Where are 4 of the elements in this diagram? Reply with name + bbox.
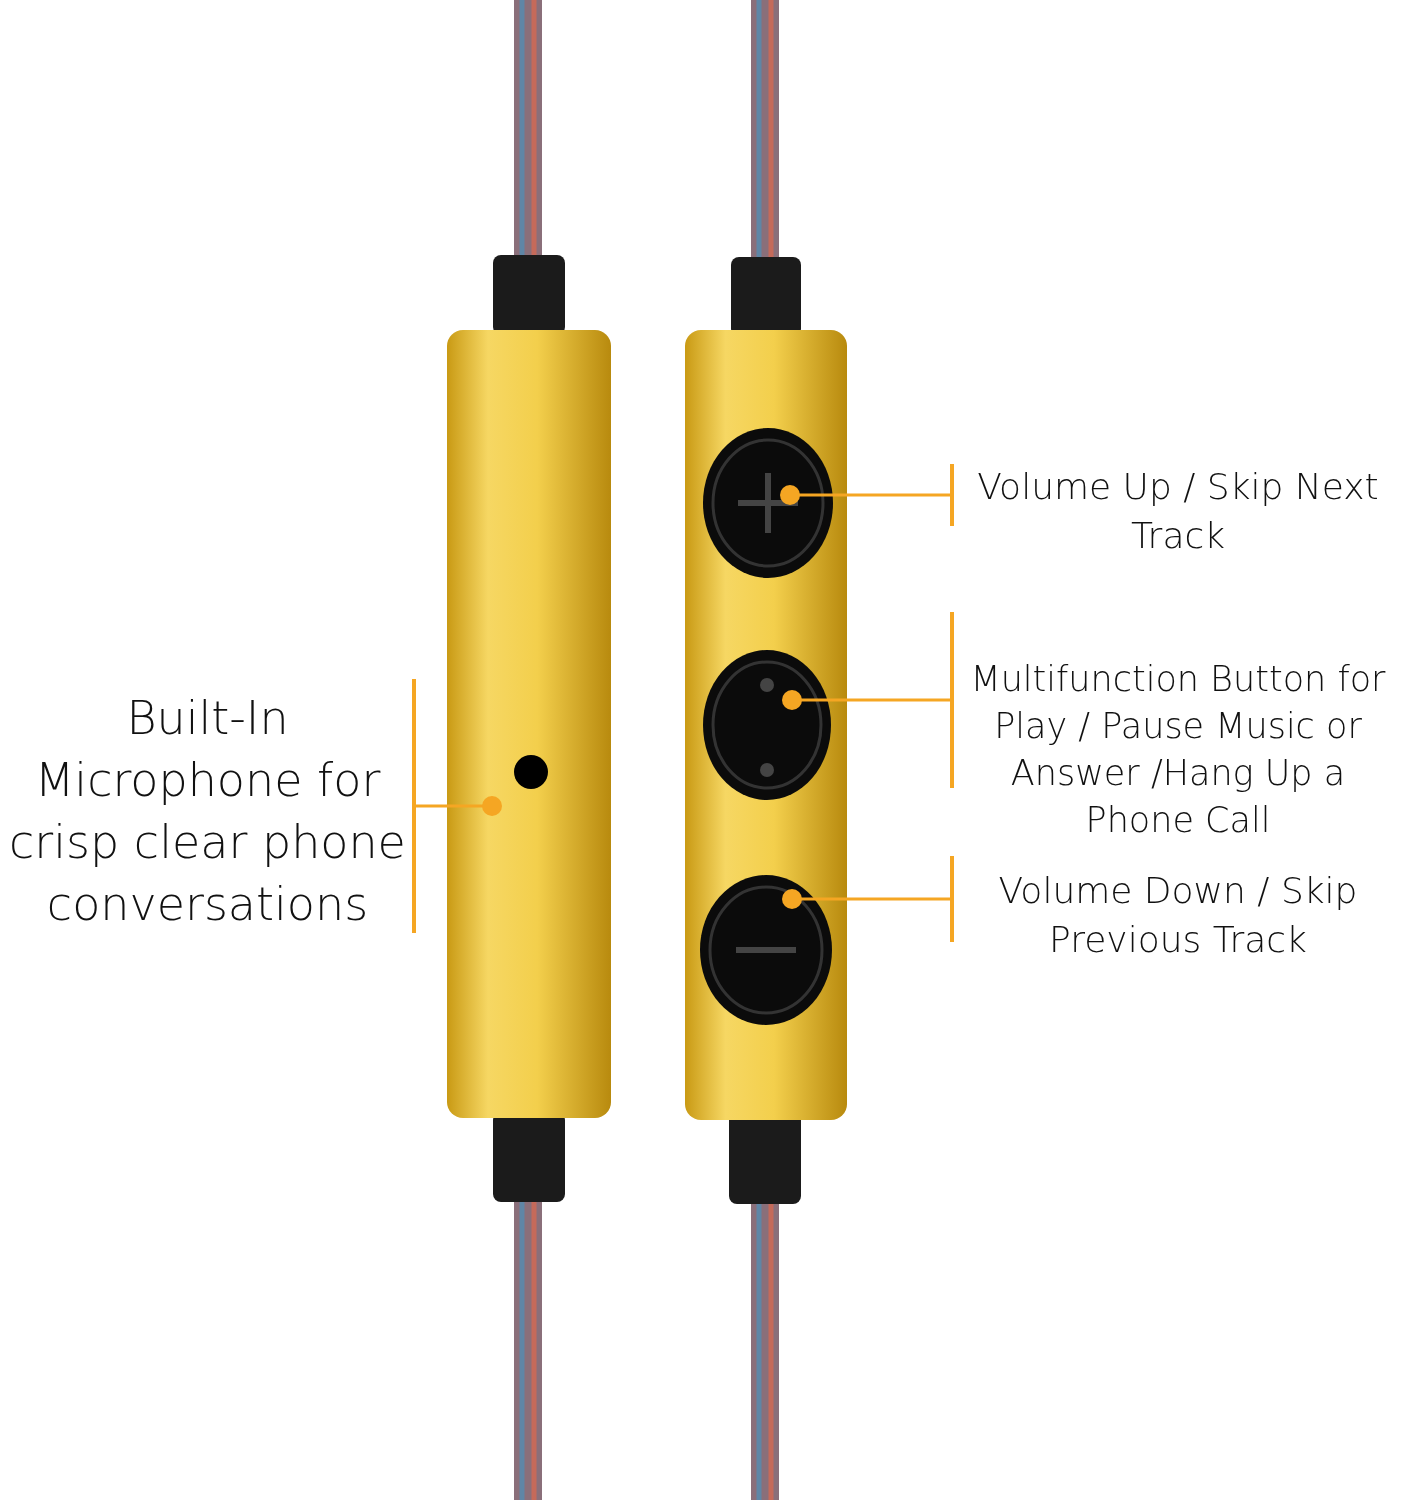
callout-text: Built-In Microphone for crisp clear phone conversations <box>8 689 407 934</box>
callout-text: Volume Up / Skip Next Track <box>976 465 1380 558</box>
callout-text: Multifunction Button for Play / Pause Music or Answer /Hang Up a Phone Call <box>969 657 1387 843</box>
callout-text: Volume Down / Skip Previous Track <box>997 869 1359 962</box>
